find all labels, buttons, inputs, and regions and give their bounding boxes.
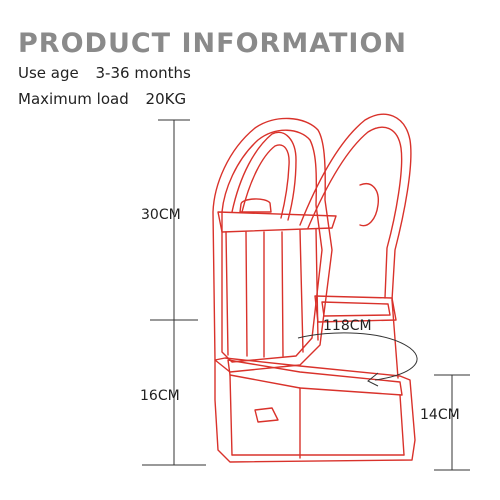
product-info-title: PRODUCT INFORMATION xyxy=(18,28,408,59)
shoulder-strap-left xyxy=(231,131,297,221)
dimension-label-upper: 30CM xyxy=(141,207,181,223)
dimension-label-lower: 16CM xyxy=(140,388,180,404)
carrier-outline xyxy=(212,113,416,463)
spec-value: 3-36 months xyxy=(95,64,191,82)
hip-seat-front xyxy=(229,374,405,459)
shoulder-strap-left-inner xyxy=(241,144,290,219)
pocket xyxy=(254,407,279,423)
waist-arrow-head xyxy=(367,372,379,387)
chest-panel xyxy=(217,211,337,233)
waist-arrow-curve xyxy=(297,332,418,381)
waist-strap xyxy=(314,295,397,323)
waist-arrow xyxy=(297,332,418,387)
dimension-label-seat: 14CM xyxy=(420,407,460,423)
spec-label: Use age xyxy=(18,64,79,82)
top-handle xyxy=(239,198,272,213)
shoulder-strap-right xyxy=(299,113,412,301)
shoulder-strap-right-inner xyxy=(307,126,403,299)
dimension-label-waist: 118CM xyxy=(323,318,372,334)
waist-strap-inner xyxy=(321,301,391,317)
hip-seat-top xyxy=(227,359,403,396)
hip-seat xyxy=(214,357,416,463)
chest-panel-lines xyxy=(225,228,319,358)
side-strap xyxy=(391,299,399,379)
spec-value: 20KG xyxy=(145,90,187,108)
dimension-lines xyxy=(142,119,470,471)
spec-use-age: Use age 3-36 months xyxy=(18,64,191,82)
side-flap xyxy=(359,183,379,227)
spec-label: Maximum load xyxy=(18,90,129,108)
back-panel-inner xyxy=(221,129,323,363)
back-panel xyxy=(212,117,333,373)
spec-max-load: Maximum load 20KG xyxy=(18,90,186,108)
